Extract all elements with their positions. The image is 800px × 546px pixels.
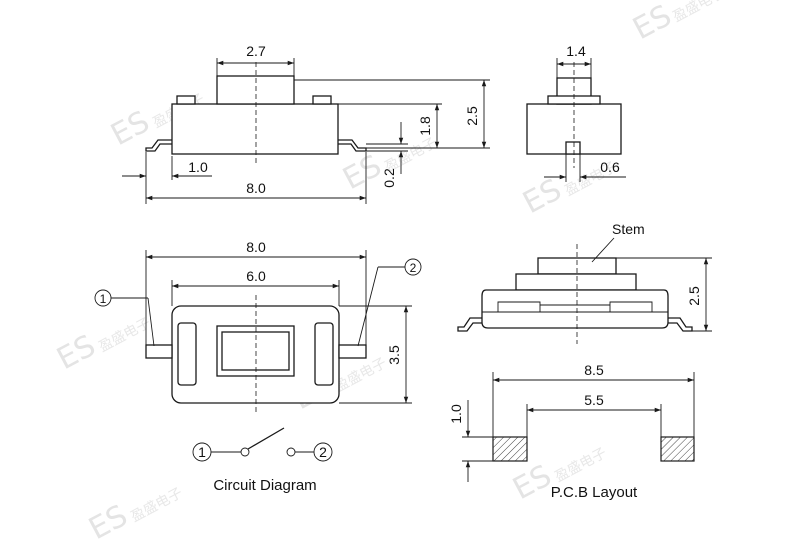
callout-label: 2 [410,261,417,275]
stem-shoulder [515,273,637,291]
front-view: 2.7 1.8 2.5 0.2 1.0 8.0 [122,43,490,204]
plan-stem-inner [221,331,290,371]
circuit-contact [240,447,250,457]
watermark: ES 盈盛电子 ES 盈盛电子 ES 盈盛电子 ES 盈盛电子 ES 盈盛电子 … [51,0,727,546]
watermark-chars: 盈盛电子 [552,445,609,485]
pcb-pad-left [492,436,528,462]
dim-label: 2.5 [686,286,702,306]
body-bump [176,95,196,105]
switch-stem [216,75,295,105]
plan-side-window [177,322,197,386]
stem-lead-left [457,317,482,332]
dim-label: 0.2 [381,168,397,188]
lead-left [145,139,172,152]
pcb-pad-right [660,436,695,462]
circuit-switch-blade [247,427,285,450]
stem-label: Stem [612,221,645,237]
dim-label: 2.7 [246,43,266,59]
switch-body [171,103,339,155]
dim-label: 3.5 [386,345,402,365]
dim-label: 1.8 [417,116,433,136]
dim-label: 2.5 [464,106,480,126]
body-bump [312,95,332,105]
circuit-pin-label: 1 [198,444,206,460]
dim-label: 8.5 [584,362,604,378]
circuit-diagram: 1 2 Circuit Diagram [192,427,333,494]
watermark-logo: ES [105,104,155,153]
circuit-pin-label: 2 [319,444,327,460]
watermark-logo: ES [51,328,101,377]
dim-label: 1.4 [566,43,586,59]
circuit-contact [286,447,296,457]
watermark-chars: 盈盛电子 [128,485,185,525]
circuit-pin2 [313,442,333,462]
lead-right [338,139,367,152]
stem-lead-right [668,317,693,332]
plan-view: 8.0 6.0 3.5 1 2 [94,239,422,412]
watermark-chars: 盈盛电子 [332,355,389,395]
watermark-logo: ES [83,498,133,546]
watermark-logo: ES [517,172,567,221]
pcb-layout: 8.5 5.5 1.0 P.C.B Layout [448,362,695,501]
watermark-logo: ES [337,148,387,197]
terminal-1 [145,344,173,359]
dim-label: 0.6 [600,159,620,175]
dim-label: 6.0 [246,268,266,284]
dim-label: 5.5 [584,392,604,408]
pcb-caption: P.C.B Layout [551,484,638,501]
watermark-logo: ES [627,0,677,47]
dim-label: 8.0 [246,180,266,196]
side-view: 1.4 0.6 [526,43,626,182]
side-lead [565,141,581,155]
dim-label: 1.0 [448,404,464,424]
callout-label: 1 [100,292,107,306]
stem-view: Stem 2.5 [457,221,712,344]
watermark-chars: 盈盛电子 [670,0,727,26]
plan-side-window [314,322,334,386]
dim-label: 8.0 [246,239,266,255]
stem-housing [481,289,669,329]
terminal-2 [338,344,367,359]
circuit-caption: Circuit Diagram [213,477,316,494]
dim-label: 1.0 [188,159,208,175]
watermark-chars: 盈盛电子 [96,315,153,355]
